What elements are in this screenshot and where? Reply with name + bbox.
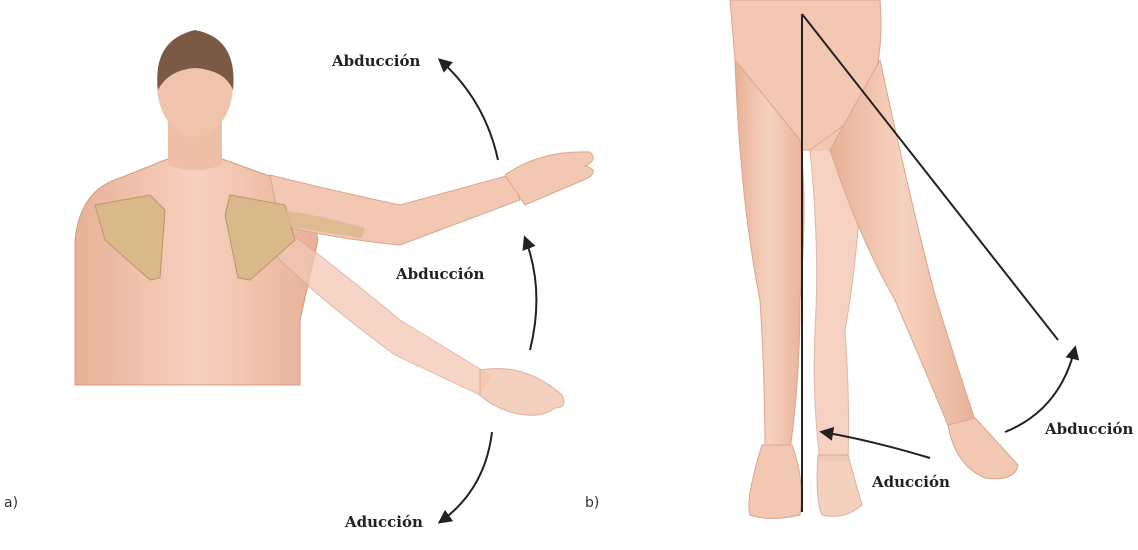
panel-a-figure [75,30,593,415]
label-adduction-bottom: Aducción [345,513,423,531]
label-abduction-leg: Abducción [1045,420,1133,438]
hand-lowered [480,368,564,415]
panel-label-a: a) [4,495,18,511]
panel-a-arrows [440,60,536,522]
arrow-abduction-top [440,60,498,160]
foot-left [749,445,802,519]
arm-lowered [275,225,490,395]
arrow-abduction-middle [525,238,536,350]
label-abduction-middle: Abducción [396,265,484,283]
panel-label-b: b) [585,495,599,511]
label-adduction-leg: Aducción [872,473,950,491]
arrow-adduction-bottom [440,432,492,522]
foot-adducted [817,455,862,516]
panel-b-figure [730,0,1018,519]
foot-abducted [948,418,1018,479]
label-abduction-top: Abducción [332,52,420,70]
